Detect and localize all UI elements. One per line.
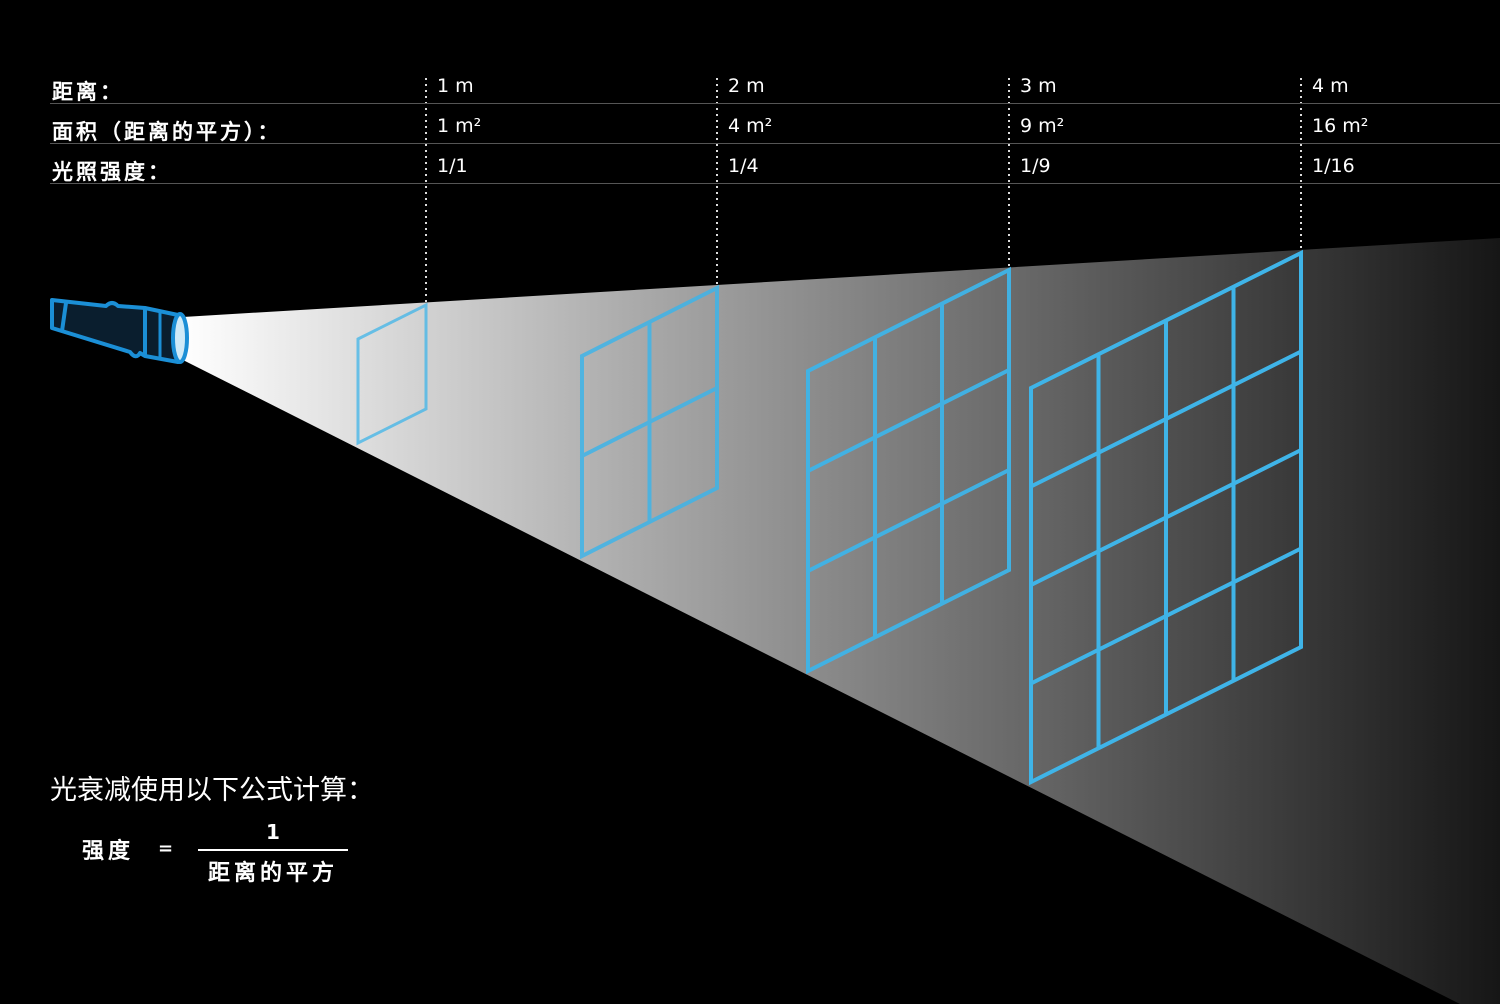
area-value: 9 m² [1020,115,1065,137]
distance-row-label: 距离： [52,80,124,104]
table-divider [50,183,1500,184]
grid-line [807,368,1010,473]
fraction-bar [198,849,348,851]
table-divider [50,103,1500,104]
intensity-value: 1/9 [1020,155,1051,177]
area-row-label: 面积（距离的平方）： [52,120,282,144]
distance-value: 3 m [1020,75,1057,97]
grid-line [1030,448,1302,587]
illuminated-area-grids [356,249,1303,786]
formula-equals: = [158,838,174,859]
grid-outline [356,302,428,446]
area-grid [580,284,719,560]
area-grid [356,302,428,446]
distance-value: 4 m [1312,75,1349,97]
light-beam [183,238,1500,1004]
formula-lhs: 强度 [82,839,135,864]
area-grid [806,266,1011,675]
grid-line [807,468,1010,573]
flashlight-icon [50,298,189,364]
grid-outline [580,284,719,560]
intensity-value: 1/16 [1312,155,1355,177]
grid-line [581,386,718,458]
grid-outline [1029,249,1303,786]
distance-value: 2 m [728,75,765,97]
area-grid [1029,249,1303,786]
grid-line [1030,546,1302,686]
intensity-value: 1/4 [728,155,759,177]
intensity-value: 1/1 [437,155,468,177]
area-value: 4 m² [728,115,773,137]
formula-intro-text: 光衰减使用以下公式计算： [50,775,374,806]
intensity-row-label: 光照强度： [52,160,172,184]
area-value: 1 m² [437,115,482,137]
distance-value: 1 m [437,75,474,97]
formula-denominator: 距离的平方 [207,861,338,886]
area-value: 16 m² [1312,115,1369,137]
formula-numerator: 1 [266,820,280,844]
table-divider [50,143,1500,144]
distance-guide-lines [425,78,1302,305]
